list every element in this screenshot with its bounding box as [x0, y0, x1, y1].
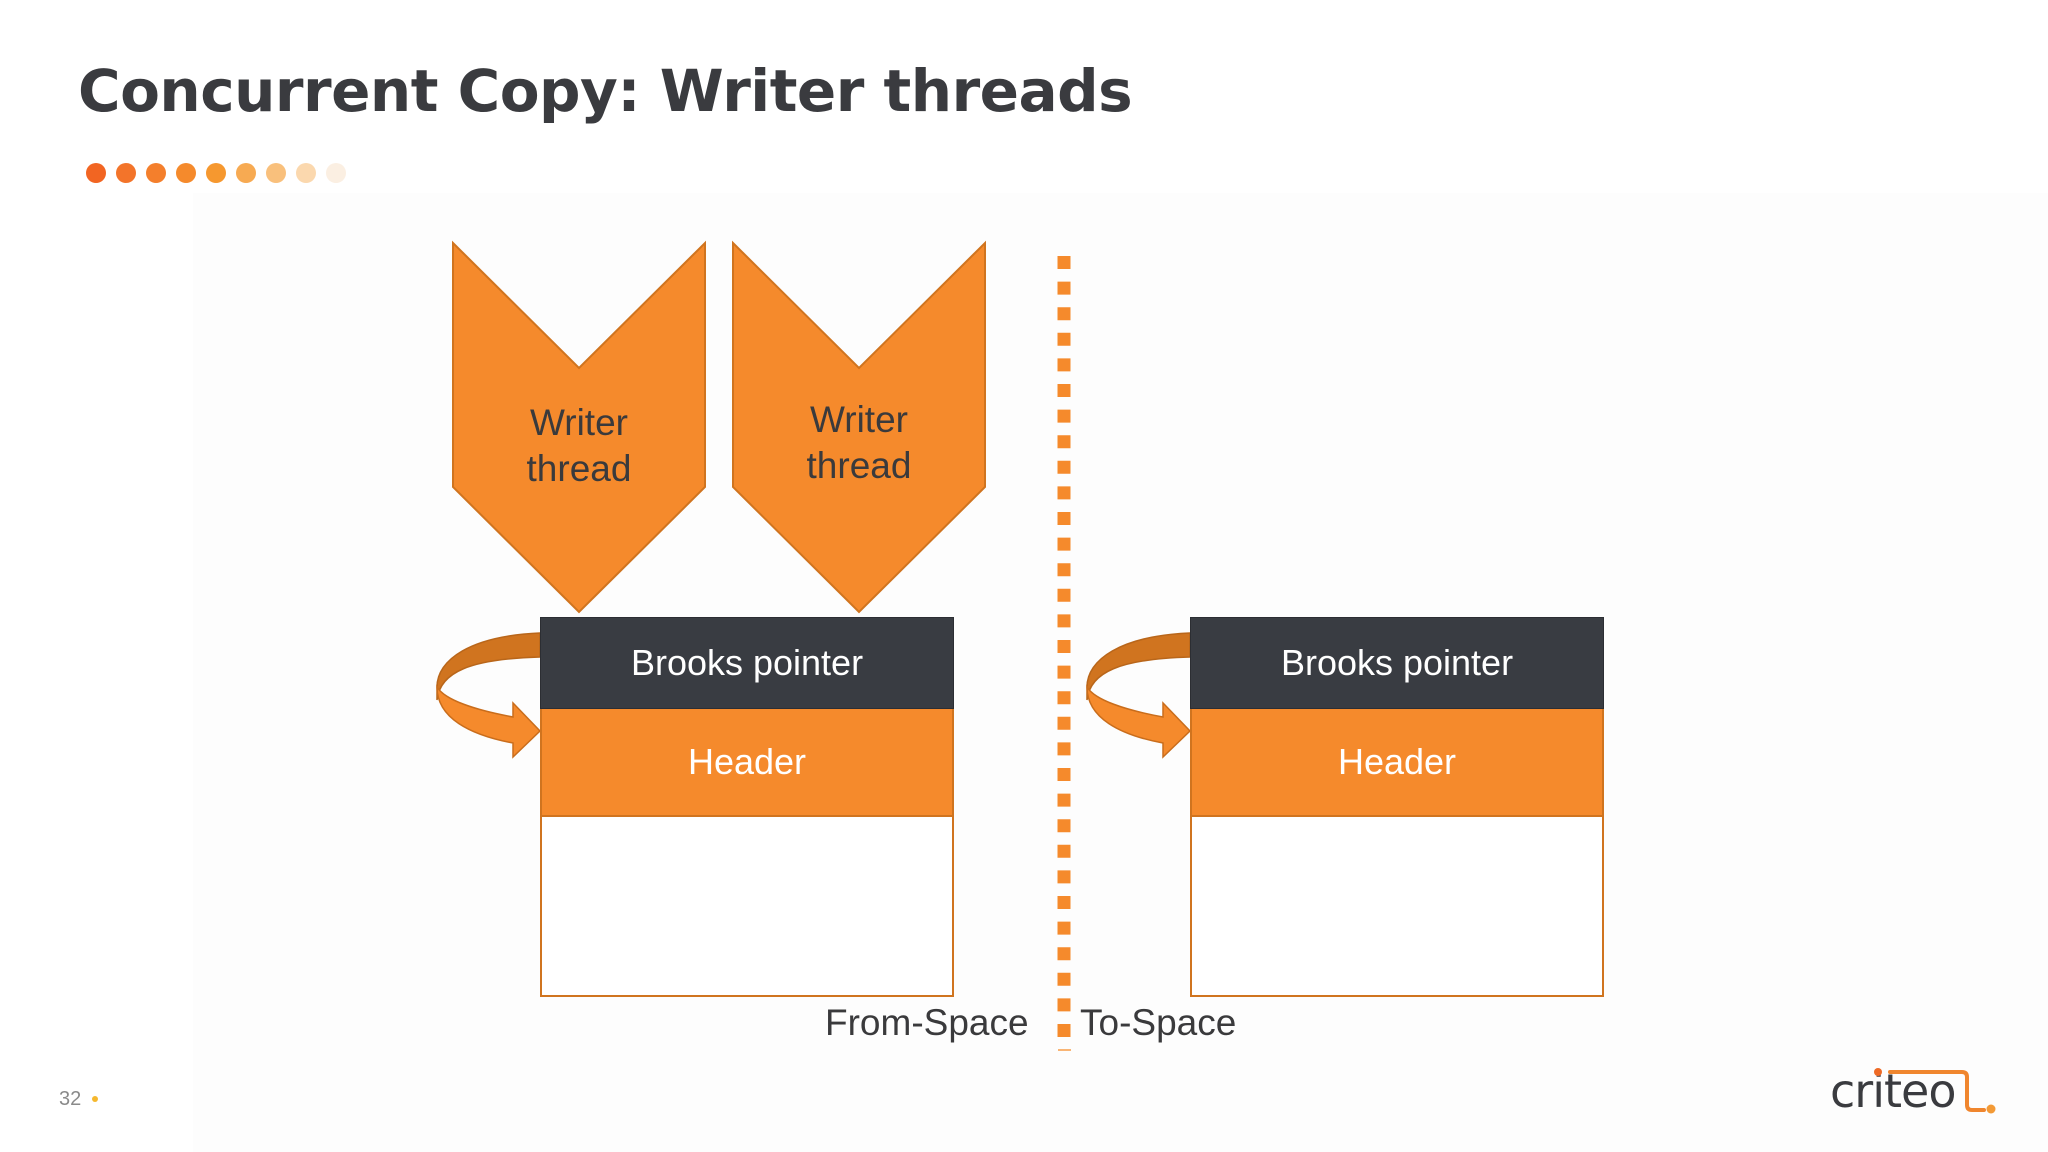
- logo-text: criteo: [1830, 1064, 1956, 1118]
- header-cell: Header: [540, 709, 954, 815]
- slide-title: Concurrent Copy: Writer threads: [78, 57, 1133, 125]
- brooks-pointer-cell: Brooks pointer: [1190, 617, 1604, 709]
- self-reference-arrow-icon-2: [1086, 632, 1192, 759]
- page-number-dot: [92, 1096, 98, 1102]
- dot-2: [116, 163, 136, 183]
- header-cell: Header: [1190, 709, 1604, 815]
- writer-thread-1-line2: thread: [526, 448, 632, 489]
- from-space-label: From-Space: [825, 1002, 1029, 1043]
- writer-thread-2-line2: thread: [806, 445, 912, 486]
- object-body-cell: [1190, 815, 1604, 997]
- writer-thread-chevron-1: [452, 240, 706, 614]
- page-number: 32: [59, 1088, 82, 1110]
- object-body-cell: [540, 815, 954, 997]
- dot-9: [326, 163, 346, 183]
- writer-thread-chevron-2: [732, 240, 986, 614]
- dot-1: [86, 163, 106, 183]
- dot-3: [146, 163, 166, 183]
- to-space-object: Brooks pointer Header: [1190, 617, 1604, 997]
- writer-thread-label-2: Writer thread: [733, 397, 985, 489]
- to-space-label: To-Space: [1080, 1002, 1237, 1043]
- criteo-logo: criteo: [1826, 1062, 2006, 1122]
- writer-thread-1-line1: Writer: [530, 402, 628, 443]
- brooks-pointer-cell: Brooks pointer: [540, 617, 954, 709]
- logo-accent-icon: [1874, 1068, 1996, 1114]
- dot-4: [176, 163, 196, 183]
- decorative-dots: [86, 163, 346, 183]
- dot-6: [236, 163, 256, 183]
- dot-8: [296, 163, 316, 183]
- from-space-object: Brooks pointer Header: [540, 617, 954, 997]
- writer-thread-2-line1: Writer: [810, 399, 908, 440]
- dot-5: [206, 163, 226, 183]
- writer-thread-label-1: Writer thread: [453, 400, 705, 492]
- self-reference-arrow-icon-1: [436, 632, 542, 759]
- dot-7: [266, 163, 286, 183]
